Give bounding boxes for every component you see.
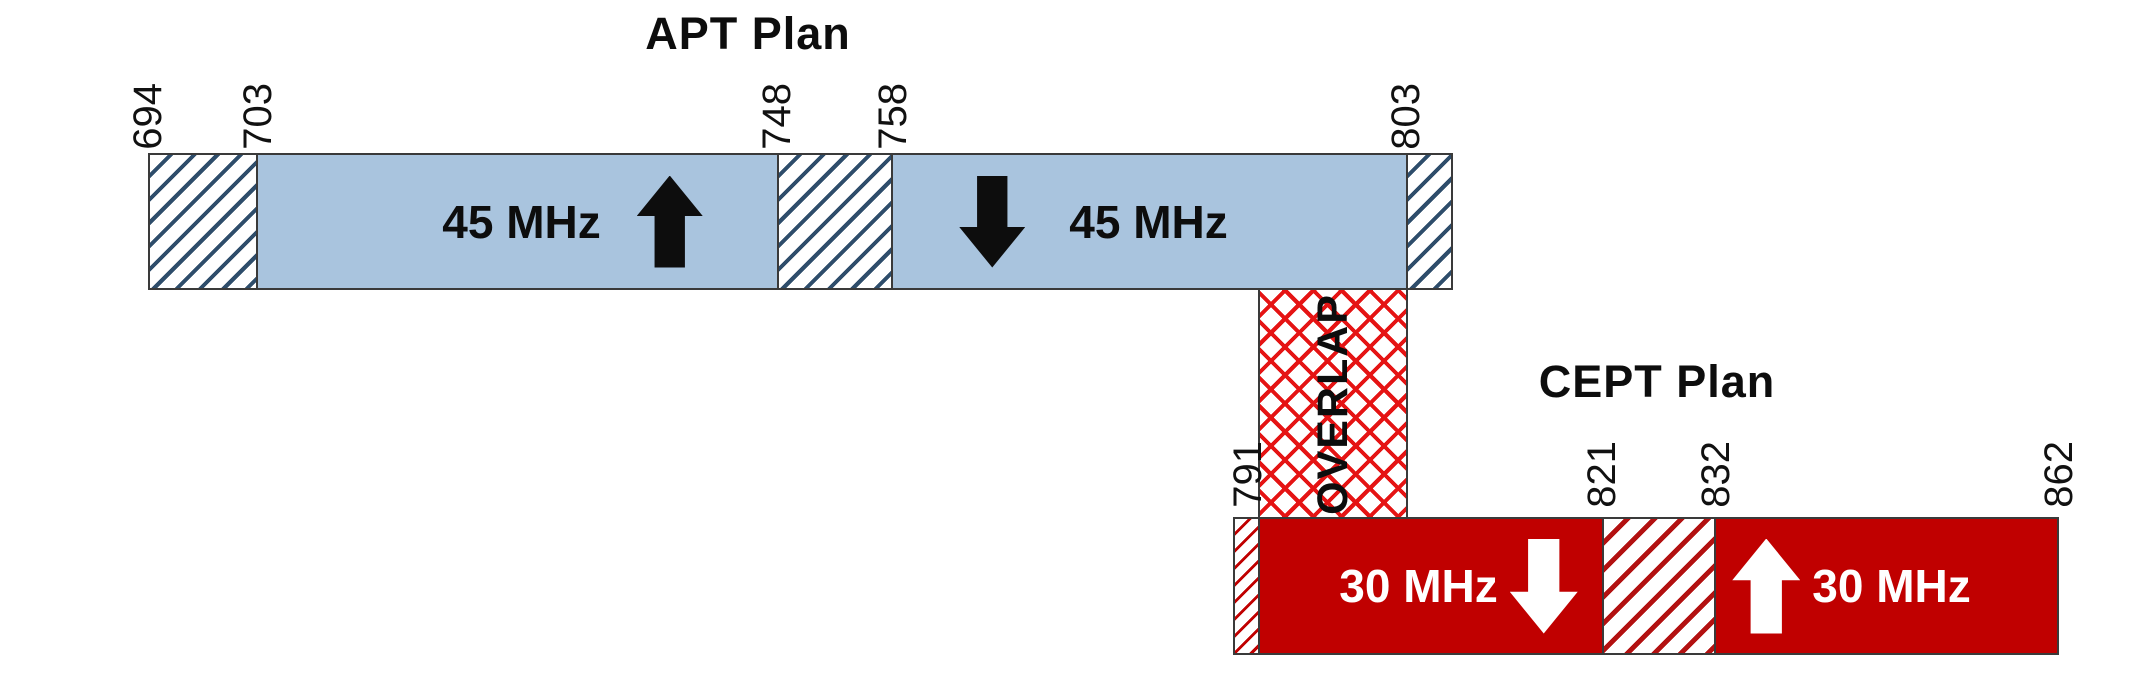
cept-duplex-gap (1602, 519, 1716, 653)
apt-tick-694: 694 (126, 83, 170, 150)
apt-tick-703: 703 (236, 83, 280, 150)
cept-guard-band-left (1235, 519, 1260, 653)
cept-tick-832: 832 (1694, 441, 1738, 508)
apt-tick-748: 748 (755, 83, 799, 150)
apt-uplink-block: 45 MHz (258, 155, 777, 288)
apt-guard-band-left (150, 155, 258, 288)
apt-downlink-label: 45 MHz (1069, 195, 1228, 248)
cept-downlink-label: 30 MHz (1339, 560, 1498, 612)
up-arrow-icon (1732, 538, 1801, 634)
apt-uplink-label: 45 MHz (442, 195, 601, 248)
overlap-region: OVERLAP (1258, 290, 1408, 517)
down-arrow-icon (1509, 538, 1578, 634)
overlap-label: OVERLAP (1308, 292, 1357, 515)
cept-tick-821: 821 (1580, 441, 1624, 508)
cept-uplink-block: 30 MHz (1716, 519, 2057, 653)
up-arrow-icon (636, 175, 703, 268)
cept-downlink-block: 30 MHz (1260, 519, 1602, 653)
apt-band: 45 MHz 45 MHz (148, 153, 1453, 290)
apt-plan-title: APT Plan (645, 8, 851, 59)
apt-tick-803: 803 (1384, 83, 1428, 150)
cept-uplink-label: 30 MHz (1812, 560, 1971, 612)
apt-downlink-block: 45 MHz (893, 155, 1406, 288)
apt-tick-758: 758 (871, 83, 915, 150)
cept-tick-862: 862 (2037, 441, 2081, 508)
down-arrow-icon (959, 175, 1026, 268)
cept-tick-791: 791 (1226, 441, 1270, 508)
cept-plan-title: CEPT Plan (1538, 356, 1776, 407)
apt-guard-band-right (1406, 155, 1451, 288)
apt-duplex-gap (777, 155, 893, 288)
cept-band: 30 MHz 30 MHz (1233, 517, 2059, 655)
